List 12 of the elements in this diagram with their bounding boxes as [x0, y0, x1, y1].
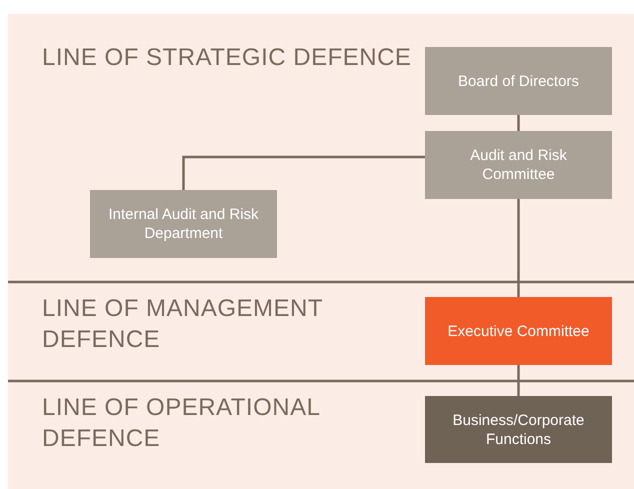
section-heading: LINE OF MANAGEMENT DEFENCE — [42, 294, 324, 355]
section-heading: LINE OF OPERATIONAL DEFENCE — [42, 393, 321, 454]
org-box: Executive Committee — [425, 297, 612, 365]
org-box: Internal Audit and Risk Department — [90, 190, 277, 258]
connector-line — [517, 365, 520, 396]
connector-line — [182, 156, 425, 190]
org-box: Business/Corporate Functions — [425, 396, 612, 463]
connector-line — [517, 199, 520, 297]
section-heading: LINE OF STRATEGIC DEFENCE — [42, 43, 412, 73]
connector-line — [517, 115, 520, 131]
org-box: Audit and Risk Committee — [425, 131, 612, 199]
org-box: Board of Directors — [425, 47, 612, 115]
